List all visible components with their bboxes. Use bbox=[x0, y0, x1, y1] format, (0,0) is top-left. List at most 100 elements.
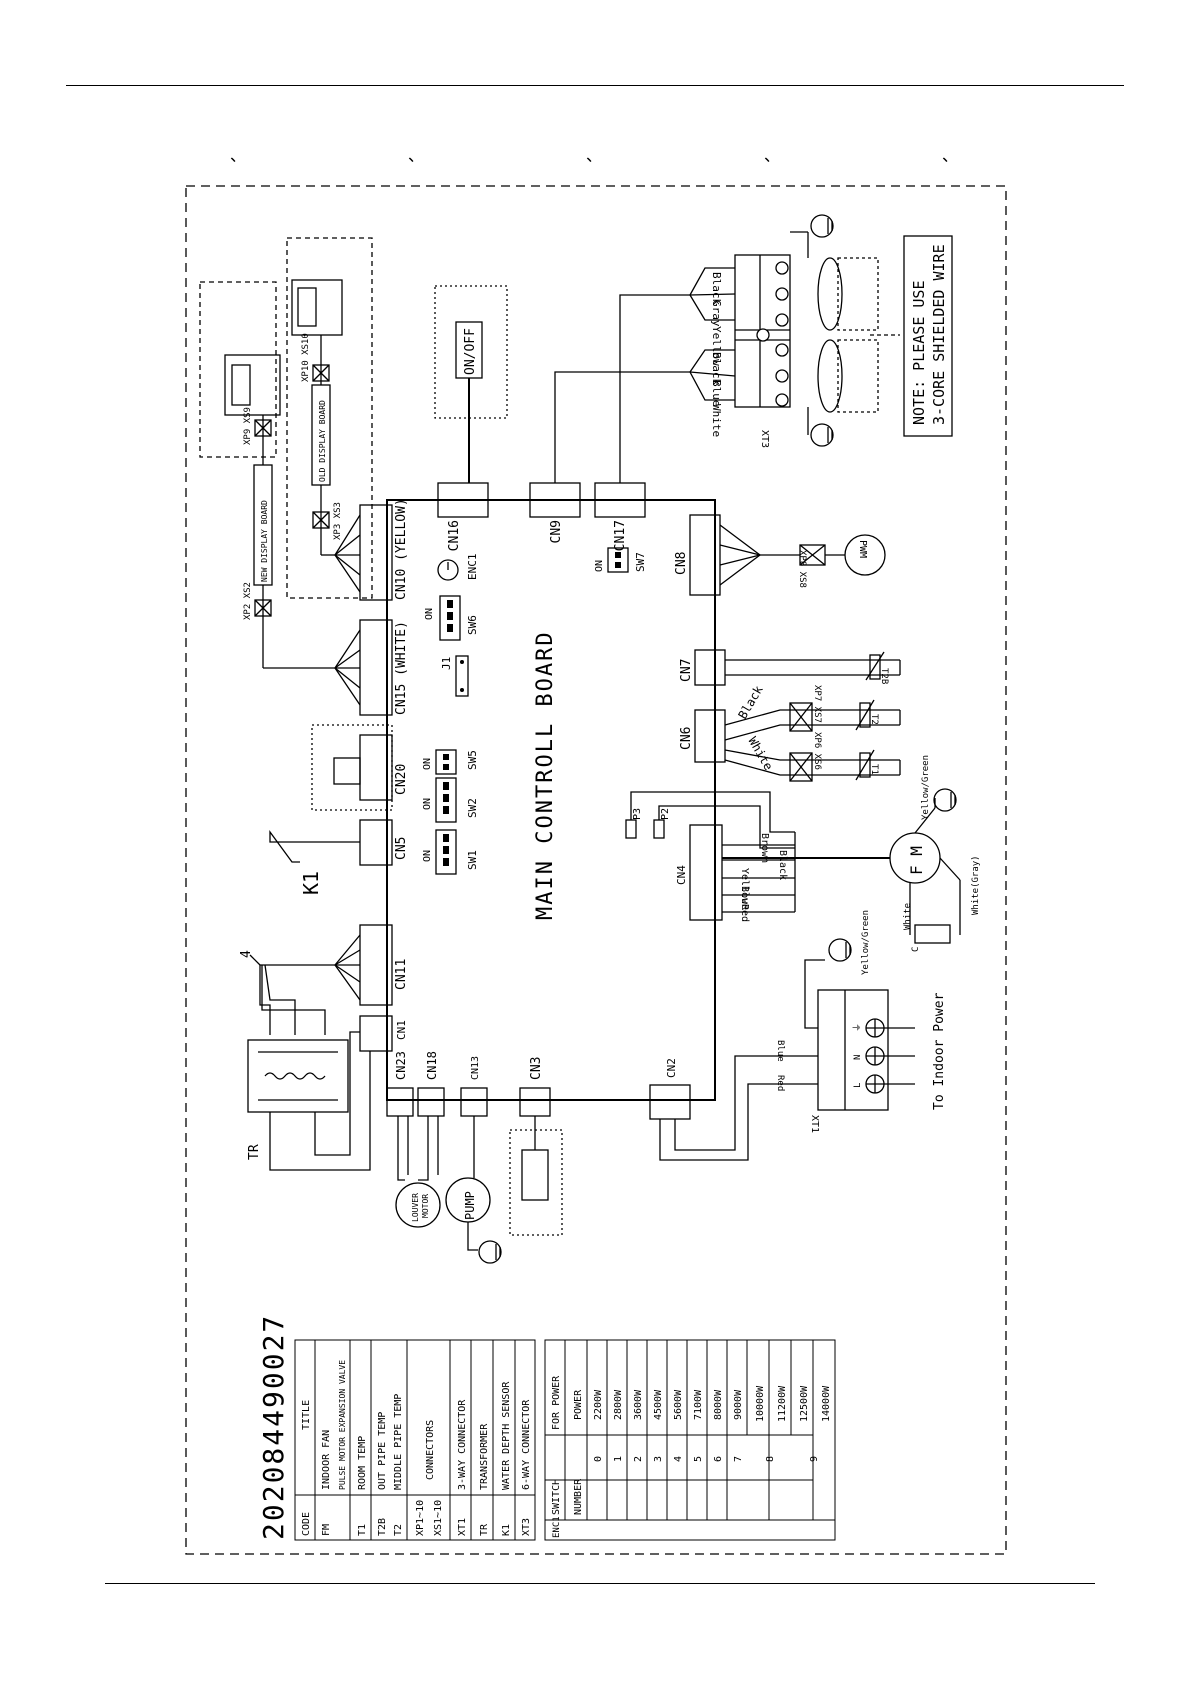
j1-jumper bbox=[455, 655, 469, 697]
title-row-fm: INDOOR FAN bbox=[321, 1430, 332, 1490]
sw2-label: SW2 bbox=[466, 798, 479, 818]
xt1-screws bbox=[865, 1018, 885, 1094]
tick-mark: 、 bbox=[764, 146, 781, 165]
enc1-num-7: 7 bbox=[733, 1456, 744, 1462]
title-row-t2b: OUT PIPE TEMP bbox=[377, 1412, 388, 1490]
enc1-power-7: 9000W bbox=[733, 1389, 744, 1420]
ground-icon bbox=[478, 1240, 502, 1264]
main-board-title: MAIN CONTROLL BOARD bbox=[533, 630, 558, 920]
cn6-label: CN6 bbox=[679, 727, 694, 750]
cn13-label: CN13 bbox=[470, 1056, 481, 1080]
sw7-label: SW7 bbox=[634, 552, 647, 572]
xt1-terminal-g: ⏚ bbox=[852, 1023, 863, 1032]
enc1-num-9: 9 bbox=[809, 1456, 820, 1462]
enc1-power-4: 5600W bbox=[673, 1389, 684, 1420]
xt3-terminal-block bbox=[734, 254, 791, 408]
code-table: CODE TITLE FM INDOOR FAN PULSE MOTOR EXP… bbox=[294, 1339, 536, 1541]
pwm-motor bbox=[844, 534, 886, 576]
cn4-wire-yellow: Yellow bbox=[739, 868, 750, 905]
enc1-num-2: 2 bbox=[633, 1456, 644, 1462]
enc1-power-5: 7100W bbox=[693, 1389, 704, 1420]
sw6-switch bbox=[439, 595, 461, 641]
title-row-connectors: CONNECTORS bbox=[425, 1420, 436, 1480]
xt3-wire-black2: Black bbox=[710, 352, 723, 385]
sw5-switch bbox=[435, 749, 457, 775]
cn17-label: CN17 bbox=[613, 520, 628, 551]
top-rule bbox=[66, 85, 1124, 86]
enc1-power-8a: 10000W bbox=[755, 1385, 766, 1422]
cn13-connector bbox=[460, 1087, 488, 1117]
cn4-wire-brown: Brown bbox=[759, 833, 770, 863]
cn7-connector bbox=[694, 649, 726, 686]
motor-white: White bbox=[903, 903, 913, 930]
enc1-num-0: 0 bbox=[593, 1456, 604, 1462]
diagram-frame bbox=[185, 185, 1007, 1555]
sw2-switch bbox=[435, 777, 457, 823]
title-row-t2: MIDDLE PIPE TEMP bbox=[393, 1394, 404, 1490]
code-row-fm: FM bbox=[321, 1524, 332, 1536]
sw7-switch bbox=[607, 547, 629, 573]
xt1-terminal-l: L bbox=[853, 1083, 863, 1088]
sw1-switch bbox=[435, 829, 457, 875]
ground-icon bbox=[828, 938, 852, 962]
code-row-t1: T1 bbox=[357, 1524, 368, 1536]
title-row-xt3: 6-WAY CONNECTOR bbox=[521, 1399, 532, 1490]
ground-icon bbox=[933, 788, 957, 812]
xt1-terminal-block bbox=[817, 989, 889, 1111]
cn18-label: CN18 bbox=[425, 1051, 439, 1080]
enc1-power-6: 8000W bbox=[713, 1389, 724, 1420]
title-row-xt1: 3-WAY CONNECTOR bbox=[457, 1399, 468, 1490]
xp7xs7-label: XP7 XS7 bbox=[812, 685, 822, 723]
pump-label: PUMP bbox=[463, 1191, 477, 1220]
xt1-label: XT1 bbox=[809, 1115, 820, 1133]
louver-motor bbox=[395, 1182, 441, 1228]
enc1-num-1: 1 bbox=[613, 1456, 624, 1462]
new-display-group bbox=[199, 281, 277, 458]
sw5-on-label: ON bbox=[422, 758, 433, 770]
fan-motor-label: F M bbox=[907, 846, 926, 875]
cn2-label: CN2 bbox=[665, 1058, 678, 1078]
p2-jumper bbox=[653, 819, 665, 839]
enc1-code: ENC1 bbox=[552, 1516, 562, 1538]
enc1-power-top-header: FOR POWER bbox=[551, 1375, 562, 1430]
t1-label: T1 bbox=[869, 764, 879, 775]
t2b-label: T2B bbox=[879, 668, 889, 684]
sw7-on-label: ON bbox=[594, 560, 605, 572]
on-off-label: ON/OFF bbox=[463, 328, 478, 375]
code-row-xt1: XT1 bbox=[457, 1518, 468, 1536]
xp10xs10-label: XP10 XS10 bbox=[301, 333, 311, 382]
four-label: 4 bbox=[239, 950, 254, 958]
motor-yellow-green: Yellow/Green bbox=[921, 755, 931, 820]
k1-sensor bbox=[269, 830, 360, 863]
k1-label: K1 bbox=[299, 871, 323, 895]
cn3-box bbox=[509, 1129, 563, 1236]
louver-label-2: MOTOR bbox=[421, 1194, 430, 1218]
xt3-wire-yellow: Yellow bbox=[710, 326, 723, 366]
p3-label: P3 bbox=[632, 808, 643, 820]
code-row-xt3: XT3 bbox=[521, 1518, 532, 1536]
xt3-wire-gray: Gray bbox=[710, 300, 723, 327]
sw1-label: SW1 bbox=[466, 850, 479, 870]
xp9xs9-label: XP9 XS9 bbox=[243, 407, 253, 445]
note-box bbox=[903, 235, 953, 437]
cn10-label: CN10 (YELLOW) bbox=[394, 498, 409, 600]
title-row-t1: ROOM TEMP bbox=[357, 1436, 368, 1490]
sw6-label: SW6 bbox=[466, 615, 479, 635]
title-row-tr: TRANSFORMER bbox=[479, 1423, 490, 1490]
to-power-label: To Indoor Power bbox=[932, 992, 947, 1110]
enc1-num-8: 8 bbox=[765, 1456, 776, 1462]
cn3-label: CN3 bbox=[529, 1057, 544, 1080]
xt1-wire-red: Red bbox=[775, 1075, 785, 1091]
code-row-tr: TR bbox=[479, 1523, 490, 1536]
enc1-switch-header: SWITCH bbox=[551, 1479, 562, 1515]
new-display-screen bbox=[224, 354, 281, 416]
cn8-label: CN8 bbox=[674, 552, 689, 575]
p2-label: P2 bbox=[660, 808, 671, 820]
enc1-rotary bbox=[437, 559, 459, 581]
capacitor bbox=[914, 924, 951, 944]
cn3-connector bbox=[519, 1087, 551, 1117]
j1-label: J1 bbox=[440, 657, 453, 670]
enc1-num-5: 5 bbox=[693, 1456, 704, 1462]
xt3-wire-blue: Blue bbox=[710, 380, 723, 407]
